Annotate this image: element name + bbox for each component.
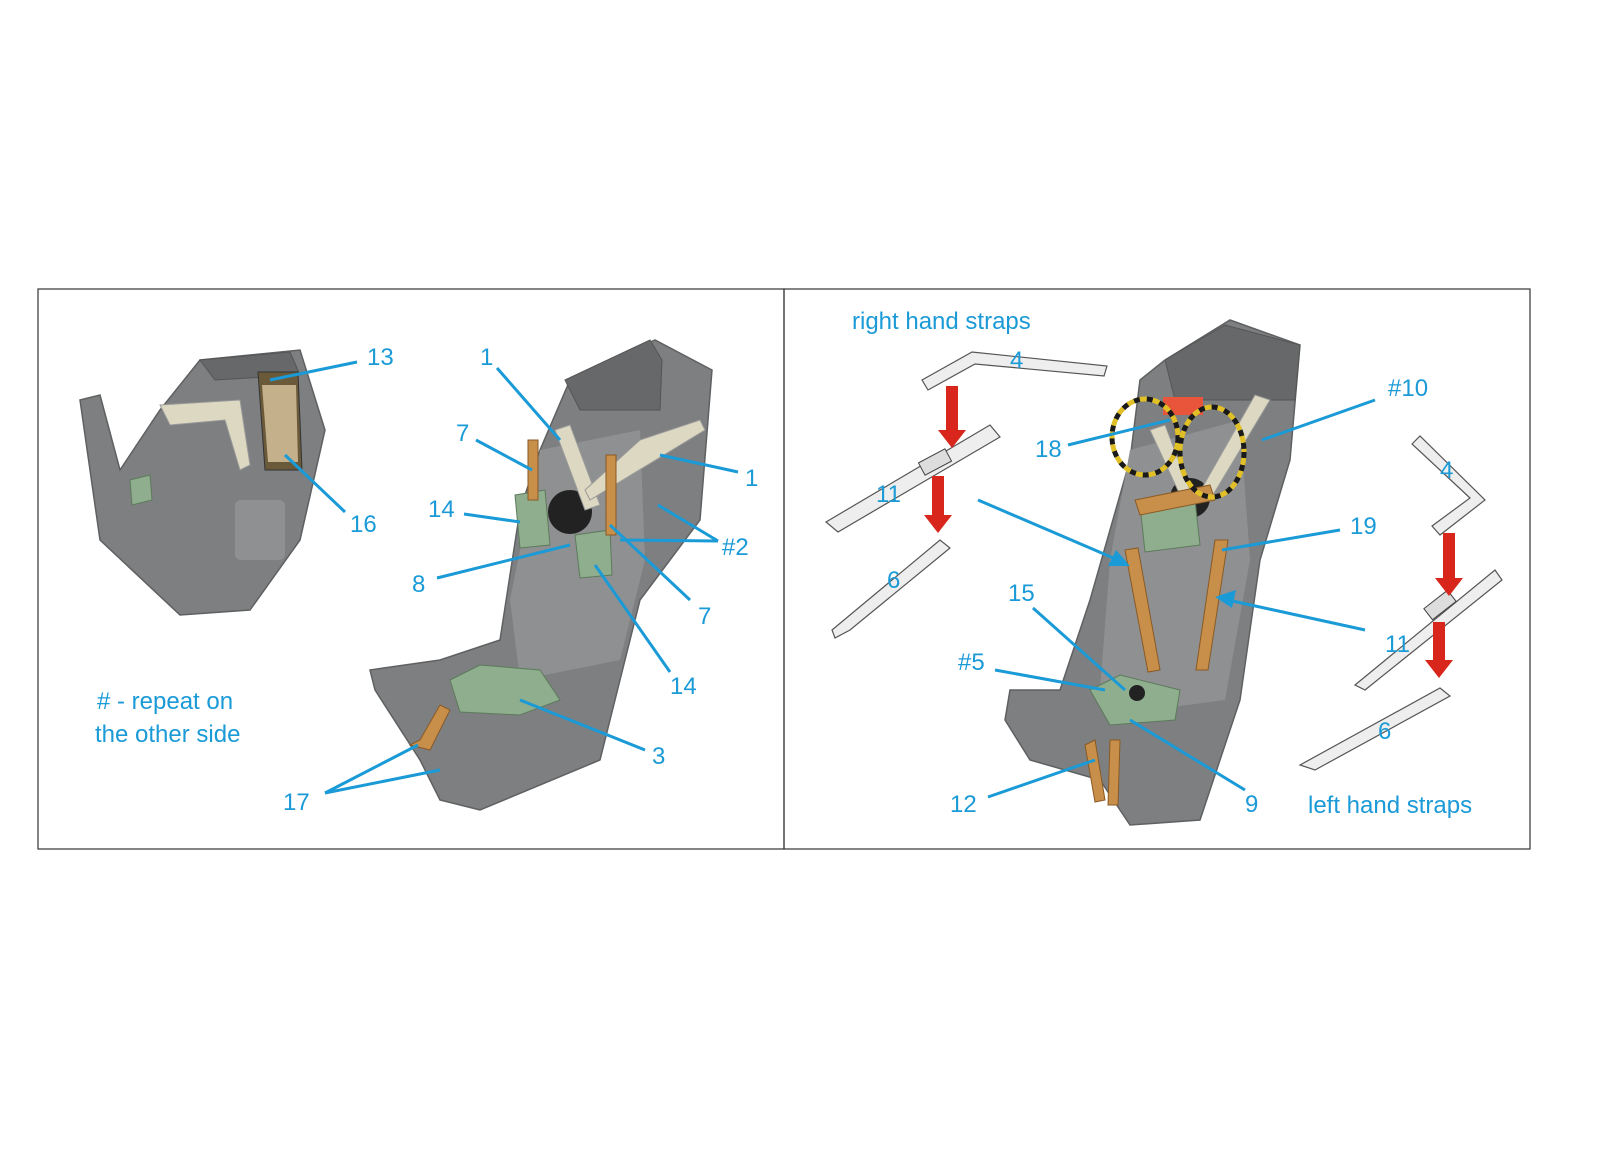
callout-6-left-hand: 6: [1378, 718, 1391, 745]
callout-1-right: 1: [745, 465, 758, 492]
right-callout-lines: [987, 398, 1376, 799]
callout-1-top: 1: [480, 344, 493, 371]
callout-8: 8: [412, 571, 425, 598]
callout-14-right: 14: [670, 673, 697, 700]
callout-15: 15: [1008, 580, 1035, 607]
callout-6-right-hand: 6: [887, 567, 900, 594]
seat-front-view: [369, 339, 713, 811]
repeat-note-line2: the other side: [95, 721, 240, 748]
callout-7-left: 7: [456, 420, 469, 447]
callout-17: 17: [283, 789, 310, 816]
callout-11-left-hand: 11: [1385, 631, 1410, 658]
callout-16: 16: [350, 511, 377, 538]
repeat-note-line1: # - repeat on: [97, 688, 233, 715]
callout-5: #5: [958, 649, 985, 676]
placement-arrows: [977, 498, 1366, 632]
callout-10: #10: [1388, 375, 1428, 402]
seat-assembled-view: [1004, 319, 1301, 826]
callout-12: 12: [950, 791, 977, 818]
callout-2: #2: [722, 534, 749, 561]
left-callout-lines: [269, 360, 739, 795]
callout-3: 3: [652, 743, 665, 770]
callout-19: 19: [1350, 513, 1377, 540]
callout-7-right: 7: [698, 603, 711, 630]
callout-4-left-hand: 4: [1440, 457, 1453, 484]
left-hand-strap-parts: [1298, 435, 1503, 771]
right-panel-frame: [783, 288, 1531, 850]
left-hand-straps-title: left hand straps: [1308, 792, 1472, 819]
right-hand-strap-parts: [824, 351, 1108, 639]
callout-13: 13: [367, 344, 394, 371]
callout-14-left: 14: [428, 496, 455, 523]
callout-11-right-hand: 11: [876, 481, 901, 508]
callout-18: 18: [1035, 436, 1062, 463]
right-hand-straps-title: right hand straps: [852, 308, 1031, 335]
seat-rear-view: [79, 349, 326, 616]
callout-9: 9: [1245, 791, 1258, 818]
callout-4-right-hand: 4: [1010, 347, 1023, 374]
